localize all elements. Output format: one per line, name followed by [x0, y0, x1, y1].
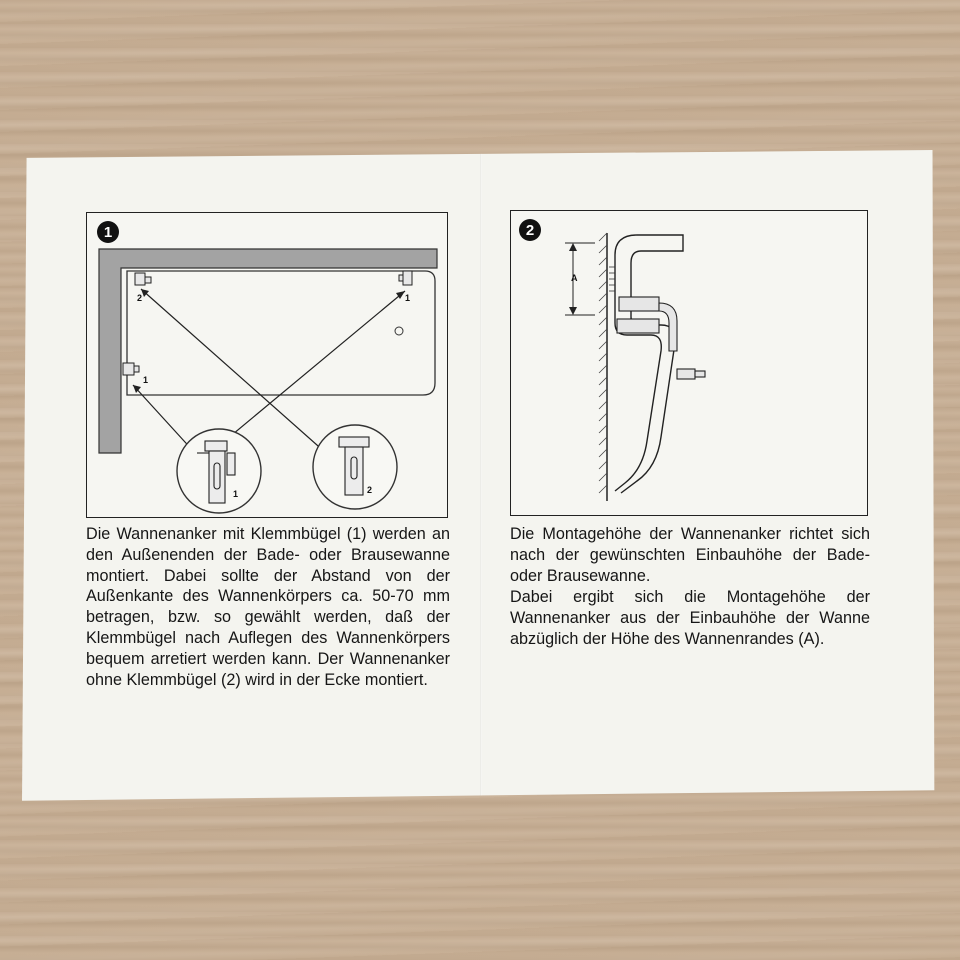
anchor-label-2: 2 [137, 293, 143, 303]
page-fold [480, 150, 482, 801]
right-column-paragraph-2: Dabei ergibt sich die Montagehöhe der Wa… [510, 588, 870, 648]
detail-label-1: 1 [233, 489, 239, 499]
detail-label-2: 2 [367, 485, 373, 495]
dimension-label-a: A [571, 273, 578, 283]
left-column-text: Die Wannenanker mit Klemmbügel (1) werde… [86, 525, 450, 689]
figure-1-drawing [98, 248, 438, 514]
instruction-sheet: 1 2 1 1 1 2 [22, 150, 935, 801]
figure-1: 1 2 1 1 1 2 [86, 212, 448, 518]
figure-2: 2 A [510, 210, 868, 516]
anchor-label-1-right: 1 [405, 293, 411, 303]
right-column-paragraph-1: Die Montagehöhe der Wannenanker richtet … [510, 525, 870, 585]
figure-2-drawing [565, 232, 706, 501]
anchor-label-1-side: 1 [143, 375, 149, 385]
figure-2-number-badge: 2 [519, 219, 541, 241]
figure-1-number-badge: 1 [97, 221, 119, 243]
